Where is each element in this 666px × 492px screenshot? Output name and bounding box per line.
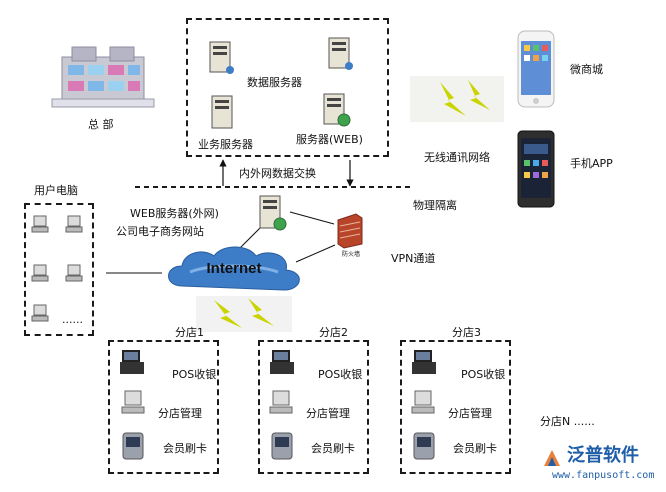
- pos-terminal-icon: [268, 348, 298, 382]
- pc-icon: [121, 390, 145, 420]
- wireless-label: 无线通讯网络: [424, 151, 490, 164]
- branch-card-label: 会员刷卡: [311, 442, 355, 455]
- data-server-2-icon: [327, 36, 353, 76]
- user-pc-label: 用户电脑: [34, 184, 78, 197]
- android-phone-icon: [517, 130, 557, 212]
- branch-title: 分店1: [175, 326, 204, 339]
- branch-pos-label: POS收银: [172, 368, 217, 381]
- pc-icon: [31, 264, 49, 286]
- branch-n-label: 分店N ......: [540, 415, 595, 428]
- web-site-label: 公司电子商务网站: [116, 225, 204, 238]
- pc-icon: [31, 304, 49, 326]
- pc-icon: [269, 390, 293, 420]
- branch-manage-label: 分店管理: [448, 407, 492, 420]
- web-internet-line: [239, 225, 263, 249]
- web-server-icon: [322, 92, 352, 132]
- user-pc-box: [24, 203, 94, 336]
- branch-manage-label: 分店管理: [306, 407, 350, 420]
- branch-manage-label: 分店管理: [158, 407, 202, 420]
- branch-box: [400, 340, 511, 474]
- card-reader-icon: [122, 432, 144, 464]
- wechat-mall-label: 微商城: [570, 63, 603, 76]
- card-reader-icon: [413, 432, 435, 464]
- web-firewall-line: [289, 211, 335, 225]
- pos-terminal-icon: [410, 348, 440, 382]
- pc-icon: [65, 215, 83, 237]
- card-reader-icon: [271, 432, 293, 464]
- pc-icon: [411, 390, 435, 420]
- iphone-icon: [517, 30, 557, 112]
- firewall-internet-line: [295, 244, 336, 263]
- branch-box: [108, 340, 219, 474]
- internet-cloud-icon: Internet: [160, 242, 308, 298]
- vpn-label: VPN通道: [391, 252, 436, 265]
- data-server-label: 数据服务器: [247, 76, 302, 89]
- web-server-label: 服务器(WEB): [296, 133, 363, 146]
- branch-pos-label: POS收银: [461, 368, 506, 381]
- lightning-icon: [196, 296, 292, 336]
- fanpu-logo-icon: [540, 448, 564, 474]
- web-external-label: WEB服务器(外网): [130, 207, 219, 220]
- business-server-icon: [210, 94, 234, 134]
- phone-app-label: 手机APP: [570, 157, 613, 170]
- data-server-icon: [208, 40, 234, 80]
- firewall-label: 防火墙: [342, 251, 361, 258]
- internet-label: Internet: [206, 260, 262, 277]
- branch-pos-label: POS收银: [318, 368, 363, 381]
- pos-terminal-icon: [118, 348, 148, 382]
- branch-title: 分店2: [319, 326, 348, 339]
- exchange-label: 内外网数据交换: [239, 167, 316, 180]
- pc-icon: [31, 215, 49, 237]
- branch-title: 分店3: [452, 326, 481, 339]
- branch-card-label: 会员刷卡: [163, 442, 207, 455]
- business-server-label: 业务服务器: [198, 138, 253, 151]
- wireless-lightning-icon: [410, 76, 504, 126]
- headquarters-label: 总 部: [88, 118, 114, 131]
- datacenter-box: [186, 18, 389, 157]
- web-external-server-icon: [258, 194, 290, 236]
- branch-box: [258, 340, 369, 474]
- branch-card-label: 会员刷卡: [453, 442, 497, 455]
- logo-url: www.fanpusoft.com: [552, 470, 655, 481]
- user-pc-more: ......: [62, 313, 83, 326]
- physical-isolation-label: 物理隔离: [413, 199, 457, 212]
- firewall-icon: [334, 213, 364, 252]
- logo-name: 泛普软件: [567, 445, 639, 466]
- headquarters-building: [48, 43, 158, 111]
- pc-icon: [65, 264, 83, 286]
